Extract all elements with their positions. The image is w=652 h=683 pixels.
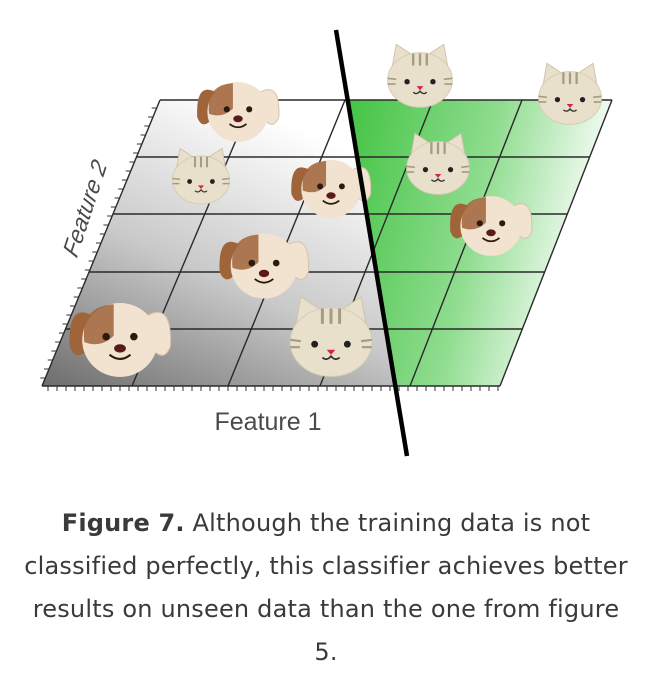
stripe xyxy=(221,177,230,181)
eye xyxy=(223,106,230,113)
stripe xyxy=(360,338,372,343)
caption-text: Although the training data is not classi… xyxy=(24,509,628,666)
eye xyxy=(311,340,319,348)
stripe xyxy=(290,338,302,343)
cat-icon xyxy=(289,296,373,377)
nose xyxy=(566,103,574,108)
stripe xyxy=(538,95,547,99)
eye xyxy=(187,179,193,184)
nose xyxy=(486,229,496,237)
mouth xyxy=(194,188,208,193)
cat-icon xyxy=(172,147,230,205)
eye xyxy=(404,78,410,85)
nose xyxy=(416,86,424,91)
decision-boundary xyxy=(333,29,410,457)
mouth xyxy=(228,123,248,129)
eye xyxy=(248,259,256,267)
stripe xyxy=(461,165,470,169)
mouth xyxy=(562,107,578,112)
face xyxy=(289,307,373,377)
cat-icon xyxy=(538,62,602,125)
figure-caption: Figure 7. Although the training data is … xyxy=(20,502,632,674)
eye xyxy=(272,259,280,267)
classifier-diagram: Feature 1 Feature 2 xyxy=(40,29,613,457)
mouth xyxy=(430,177,446,182)
eye xyxy=(246,106,253,113)
face xyxy=(387,52,453,108)
eye xyxy=(317,183,324,190)
nose xyxy=(198,185,204,189)
caption-label: Figure 7. xyxy=(61,509,185,537)
mouth xyxy=(481,237,501,243)
nose xyxy=(434,173,442,178)
nose xyxy=(258,269,270,278)
eye xyxy=(130,332,138,341)
nose xyxy=(326,349,336,355)
eye xyxy=(422,167,429,173)
stripe xyxy=(172,177,181,181)
eye xyxy=(554,97,561,103)
nose xyxy=(233,115,243,123)
stripe xyxy=(387,77,397,81)
axis-ticks xyxy=(40,107,499,391)
dog-icon xyxy=(450,196,533,256)
nose xyxy=(114,344,126,353)
stripe xyxy=(593,95,602,99)
eye xyxy=(476,220,483,227)
cat-icon xyxy=(406,132,470,195)
eye xyxy=(102,332,110,341)
grid-line-v xyxy=(499,99,613,387)
mouth xyxy=(108,353,132,360)
stripe xyxy=(406,165,415,169)
eye xyxy=(338,183,345,190)
dog-icon xyxy=(219,233,309,299)
nose xyxy=(326,192,336,199)
face xyxy=(538,71,602,125)
mouth xyxy=(321,354,341,360)
dog-icon xyxy=(197,82,280,142)
data-points xyxy=(69,43,602,377)
mouth xyxy=(412,90,428,95)
eye xyxy=(210,179,215,184)
x-axis-label: Feature 1 xyxy=(214,408,321,436)
cat-icon xyxy=(387,43,453,108)
eye xyxy=(579,97,586,103)
face xyxy=(406,141,470,195)
mouth xyxy=(322,199,340,205)
mouth xyxy=(254,278,274,284)
eye xyxy=(447,167,454,173)
eye xyxy=(499,220,506,227)
dog-icon xyxy=(69,303,172,377)
eye xyxy=(430,78,436,85)
face xyxy=(172,155,230,205)
stripe xyxy=(443,77,453,81)
eye xyxy=(343,340,351,348)
